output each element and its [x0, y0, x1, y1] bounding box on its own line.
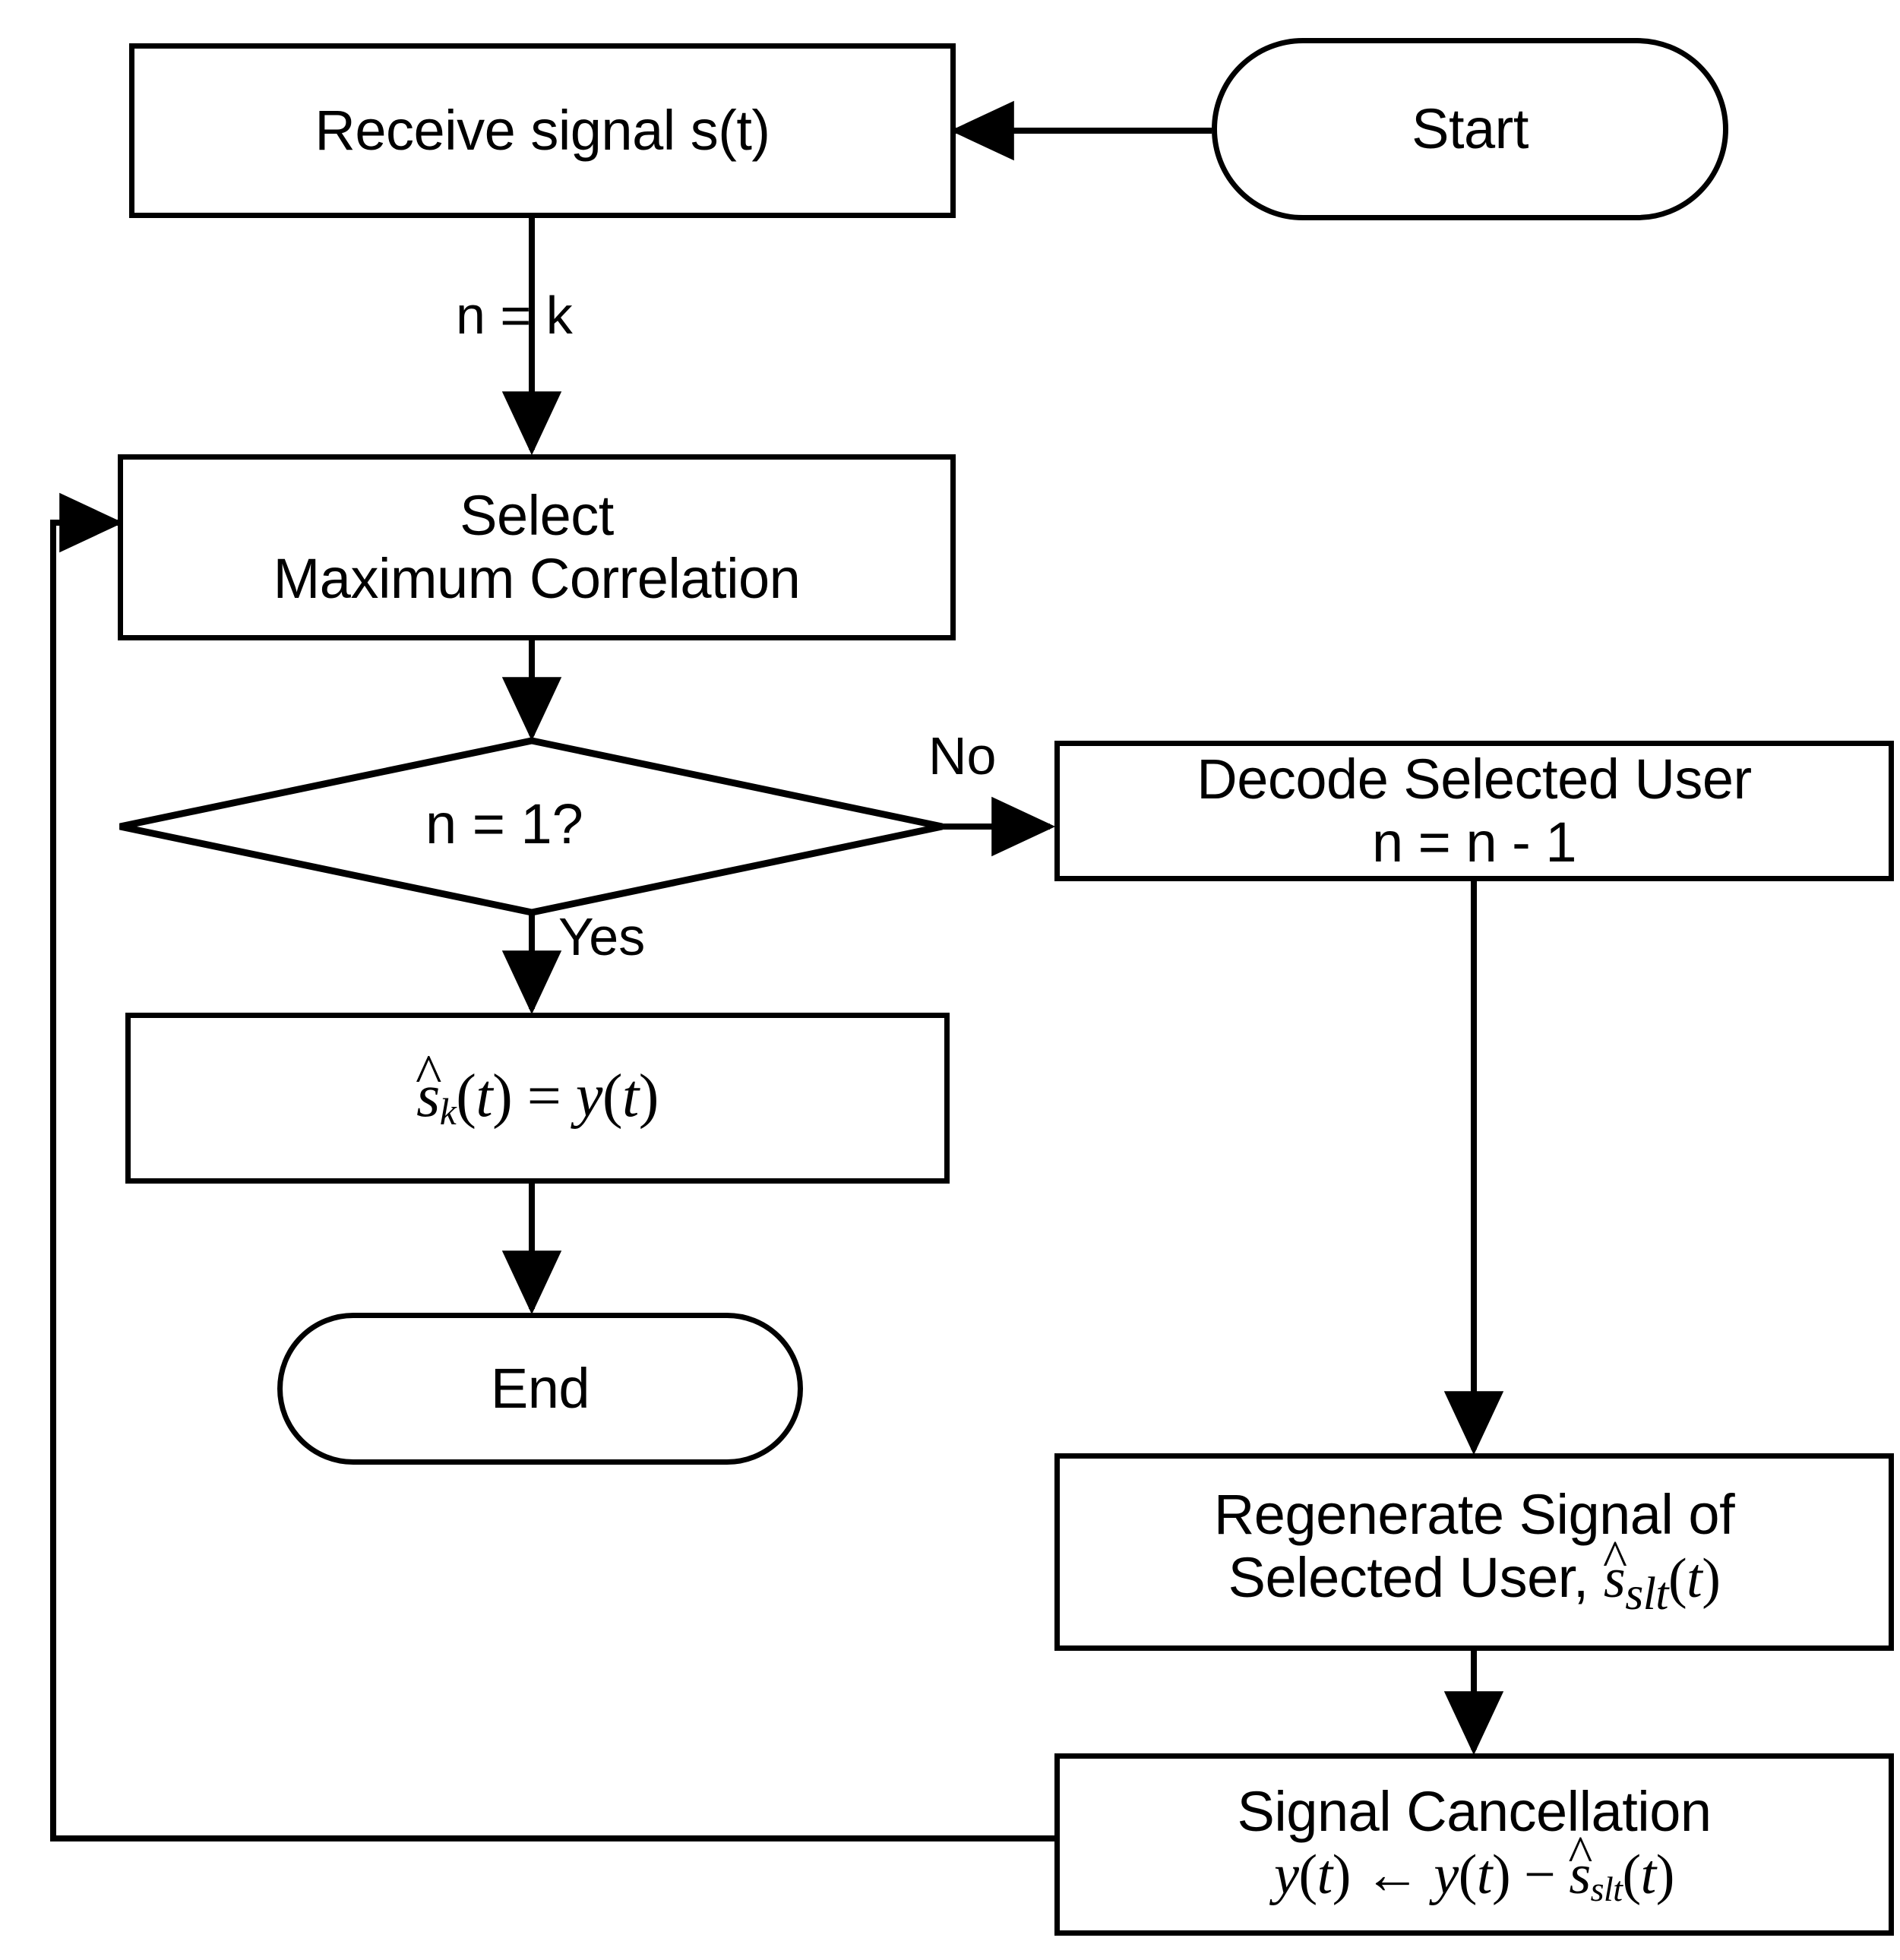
subscript-slt-2: slt [1590, 1869, 1623, 1908]
node-select-text: Select Maximum Correlation [123, 483, 950, 611]
node-regenerate-signal[interactable]: Regenerate Signal of Selected User, ^ssl… [1054, 1453, 1894, 1651]
s-hat-symbol-slt: ^s [1603, 1532, 1627, 1611]
node-cancellation-formula: y(t) ← y(t) − ^sslt(t) [1070, 1828, 1878, 1908]
minus-symbol: − [1510, 1843, 1570, 1906]
s-symbol-3: s [1569, 1843, 1591, 1906]
subscript-k: k [439, 1091, 457, 1133]
hat-mark-icon: ^ [416, 1042, 442, 1105]
node-end-label: End [490, 1356, 590, 1420]
s-symbol-2: s [1603, 1547, 1626, 1610]
paren-open-2: ( [602, 1063, 623, 1130]
node-assign-formula: ^sk(t) = y(t) [131, 1046, 944, 1133]
paren-open-1: ( [456, 1063, 476, 1130]
node-start[interactable]: Start [1212, 38, 1728, 220]
t-symbol-2: t [622, 1063, 639, 1130]
node-receive-signal-label: Receive signal s(t) [315, 98, 770, 162]
paren-close-5: ) [1491, 1843, 1511, 1906]
equals-symbol: = [512, 1063, 576, 1130]
t-symbol-6: t [1640, 1843, 1657, 1906]
paren-close-3: ) [1702, 1547, 1721, 1610]
node-decode-line1: Decode Selected User [1197, 747, 1752, 811]
y-symbol-1: y [575, 1063, 603, 1130]
paren-open-3: ( [1668, 1547, 1687, 1610]
edge-cancellation-feedback-to-select [50, 492, 1054, 1841]
t-symbol-5: t [1476, 1843, 1493, 1906]
subscript-slt-1: slt [1625, 1567, 1668, 1620]
s-symbol: s [416, 1063, 440, 1130]
y-symbol-2: y [1274, 1843, 1299, 1906]
node-assign-estimate[interactable]: ^sk(t) = y(t) [125, 1013, 950, 1184]
t-symbol-4: t [1317, 1843, 1333, 1906]
node-signal-cancellation[interactable]: Signal Cancellation y(t) ← y(t) − ^sslt(… [1054, 1753, 1894, 1936]
hat-mark-icon-3: ^ [1568, 1825, 1592, 1883]
s-hat-symbol-slt-2: ^s [1568, 1828, 1592, 1907]
node-regenerate-text: Regenerate Signal of Selected User, ^ssl… [1060, 1483, 1889, 1620]
node-select-maximum-correlation[interactable]: Select Maximum Correlation [118, 454, 956, 640]
paren-open-5: ( [1458, 1843, 1478, 1906]
t-symbol-3: t [1687, 1547, 1702, 1610]
node-regenerate-line2-prefix: Selected User, [1228, 1546, 1604, 1609]
node-end[interactable]: End [277, 1313, 803, 1465]
arrow-left-symbol: ← [1350, 1843, 1434, 1906]
paren-close-6: ) [1655, 1843, 1675, 1906]
node-select-line1: Select [460, 483, 614, 547]
edge-label-no: No [928, 726, 997, 786]
node-decision-label: n = 1? [425, 792, 583, 855]
node-start-label: Start [1412, 96, 1529, 160]
node-regenerate-line1: Regenerate Signal of [1213, 1483, 1735, 1547]
s-hat-symbol: ^s [416, 1046, 442, 1131]
node-regenerate-line2: Selected User, ^sslt(t) [1070, 1532, 1878, 1620]
paren-open-6: ( [1622, 1843, 1642, 1906]
node-decode-text: Decode Selected User n = n - 1 [1060, 748, 1889, 874]
node-decode-line2: n = n - 1 [1371, 810, 1577, 874]
paren-close-4: ) [1332, 1843, 1351, 1906]
paren-close-2: ) [638, 1063, 659, 1130]
node-select-line2: Maximum Correlation [273, 546, 801, 610]
regenerate-math: ^sslt(t) [1603, 1532, 1721, 1619]
t-symbol-1: t [476, 1063, 493, 1130]
node-cancellation-text: Signal Cancellation y(t) ← y(t) − ^sslt(… [1060, 1779, 1889, 1908]
hat-mark-icon-2: ^ [1602, 1528, 1627, 1587]
edge-label-init: n = k [456, 286, 573, 345]
node-decode-selected-user[interactable]: Decode Selected User n = n - 1 [1054, 741, 1894, 881]
paren-close-1: ) [492, 1063, 513, 1130]
node-cancellation-line1: Signal Cancellation [1237, 1779, 1712, 1843]
y-symbol-3: y [1434, 1843, 1459, 1906]
node-receive-signal[interactable]: Receive signal s(t) [129, 43, 956, 218]
edge-label-yes: Yes [558, 907, 646, 966]
paren-open-4: ( [1298, 1843, 1317, 1906]
